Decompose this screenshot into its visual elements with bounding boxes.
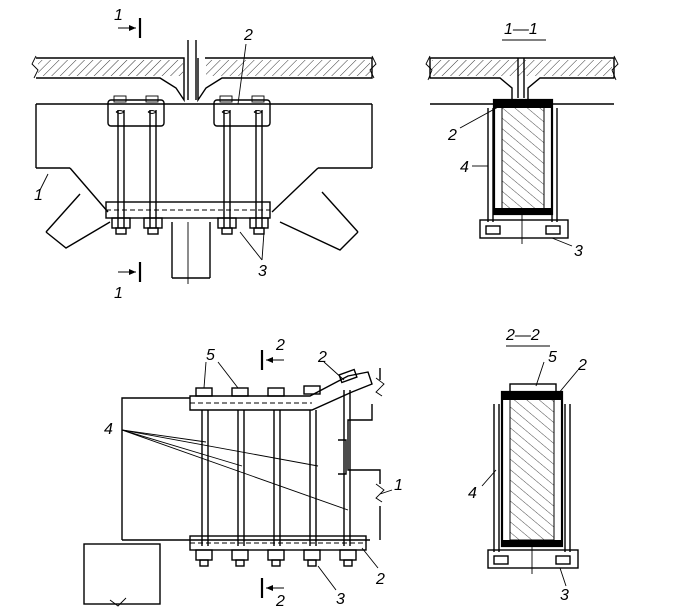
- callout-tl-2: 2: [243, 27, 253, 44]
- callout-bl-5: 5: [206, 347, 215, 364]
- callout-br-3: 3: [560, 587, 569, 604]
- callout-tr-2: 2: [447, 127, 457, 144]
- section-1-1-view: [425, 39, 619, 247]
- section-mark-1-top: 1: [114, 7, 123, 24]
- elevation-bottom-view: [83, 350, 393, 607]
- callout-bl-2-bottom: 2: [375, 571, 385, 588]
- callout-tl-3: 3: [258, 263, 267, 280]
- callout-tr-3: 3: [574, 243, 583, 260]
- callout-br-4: 4: [468, 485, 477, 502]
- section-mark-2-bottom: 2: [275, 593, 285, 610]
- callout-br-5: 5: [548, 349, 557, 366]
- section-mark-2-top: 2: [275, 337, 285, 354]
- section-title-2-2: 2—2: [505, 327, 540, 344]
- elevation-top-view: [31, 18, 377, 284]
- callout-bl-1: 1: [394, 477, 403, 494]
- callout-br-2: 2: [577, 357, 587, 374]
- callout-bl-4: 4: [104, 421, 113, 438]
- section-title-1-1: 1—1: [504, 21, 538, 38]
- section-mark-1-bottom: 1: [114, 285, 123, 302]
- callout-bl-2-top: 2: [317, 349, 327, 366]
- callout-tl-1: 1: [34, 187, 43, 204]
- section-2-2-view: [481, 345, 579, 587]
- callout-bl-3: 3: [336, 591, 345, 608]
- callout-tr-4: 4: [460, 159, 469, 176]
